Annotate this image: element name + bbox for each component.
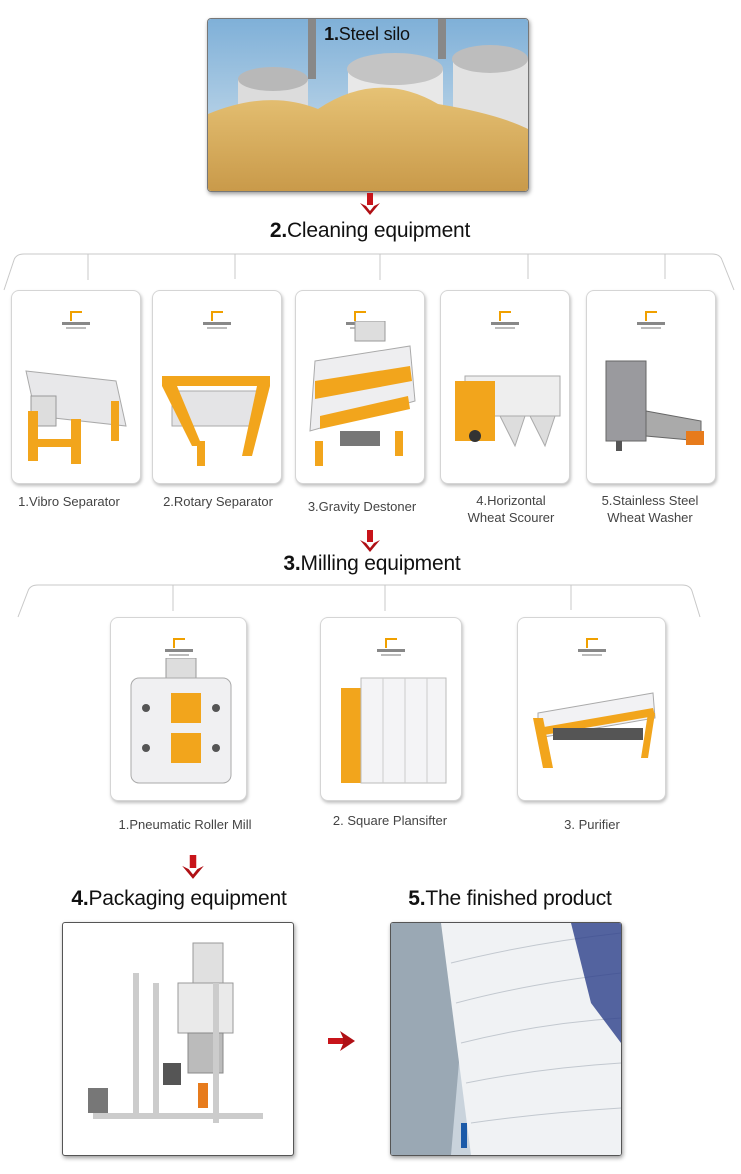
label-line: Wheat Washer bbox=[607, 510, 693, 525]
milling-bracket bbox=[17, 584, 701, 618]
step-title: Steel silo bbox=[338, 24, 410, 44]
brand-logo bbox=[637, 311, 665, 331]
purifier-card bbox=[517, 617, 666, 801]
brand-logo bbox=[491, 311, 519, 331]
purifier-label: 3. Purifier bbox=[564, 817, 620, 832]
gravity-destoner-image bbox=[309, 321, 416, 466]
step-number: 3. bbox=[283, 552, 301, 575]
label-line: Wheat Scourer bbox=[467, 510, 555, 525]
rotary-separator-label: 2.Rotary Separator bbox=[163, 494, 273, 509]
step-5-title: 5.The finished product bbox=[408, 887, 612, 911]
step-3-title: 3.Milling equipment bbox=[283, 552, 460, 576]
horizontal-scourer-image bbox=[455, 375, 561, 448]
arrow-down-icon bbox=[182, 855, 204, 879]
step-title: The finished product bbox=[425, 887, 612, 910]
stainless-steel-wheat-washer-card bbox=[586, 290, 716, 484]
finished-product-photo bbox=[390, 922, 622, 1156]
vibro-separator-image bbox=[25, 370, 127, 464]
packaging-equipment-photo bbox=[62, 922, 294, 1156]
label-line: 4.Horizontal bbox=[476, 493, 546, 508]
packaging-machine-illustration bbox=[88, 942, 263, 1123]
step-title: Milling equipment bbox=[300, 552, 461, 575]
arrow-down-icon bbox=[360, 193, 380, 215]
vibro-separator-card bbox=[11, 290, 141, 484]
rotary-separator-card bbox=[152, 290, 282, 484]
brand-logo bbox=[164, 638, 193, 658]
label-line: 5.Stainless Steel bbox=[601, 493, 699, 508]
plansifter-image bbox=[341, 677, 447, 784]
pneumatic-roller-mill-card bbox=[110, 617, 247, 801]
roller-mill-label: 1.Pneumatic Roller Mill bbox=[118, 817, 252, 832]
square-plansifter-card bbox=[320, 617, 462, 801]
step-1-title: 1.Steel silo bbox=[324, 24, 410, 45]
horizontal-scourer-label: 4.Horizontal Wheat Scourer bbox=[468, 492, 555, 526]
brand-logo bbox=[203, 311, 231, 331]
brand-logo bbox=[577, 638, 606, 658]
roller-mill-image bbox=[130, 658, 232, 784]
step-number: 5. bbox=[408, 887, 426, 910]
horizontal-wheat-scourer-card bbox=[440, 290, 570, 484]
purifier-image bbox=[533, 692, 656, 768]
step-4-title: 4.Packaging equipment bbox=[71, 887, 286, 911]
vibro-separator-label: 1.Vibro Separator bbox=[18, 494, 120, 509]
step-number: 4. bbox=[71, 887, 89, 910]
step-number: 2. bbox=[269, 219, 287, 242]
wheat-washer-image bbox=[605, 360, 704, 451]
arrow-down-icon bbox=[360, 530, 380, 552]
gravity-destoner-card bbox=[295, 290, 425, 484]
plansifter-label: 2. Square Plansifter bbox=[332, 813, 448, 828]
step-title: Cleaning equipment bbox=[286, 219, 471, 242]
rotary-separator-image bbox=[162, 376, 270, 466]
brand-logo bbox=[377, 638, 405, 658]
gravity-destoner-label: 3.Gravity Destoner bbox=[307, 499, 417, 514]
steel-silo-photo bbox=[207, 18, 529, 192]
step-title: Packaging equipment bbox=[88, 887, 287, 910]
flour-bags-illustration bbox=[391, 923, 621, 1155]
step-2-title: 2.Cleaning equipment bbox=[269, 219, 471, 243]
arrow-right-icon bbox=[328, 1031, 355, 1051]
brand-logo bbox=[62, 311, 90, 331]
cleaning-bracket bbox=[3, 253, 735, 291]
silo-illustration bbox=[208, 19, 528, 191]
step-number: 1. bbox=[324, 24, 339, 44]
wheat-washer-label: 5.Stainless Steel Wheat Washer bbox=[602, 492, 699, 526]
